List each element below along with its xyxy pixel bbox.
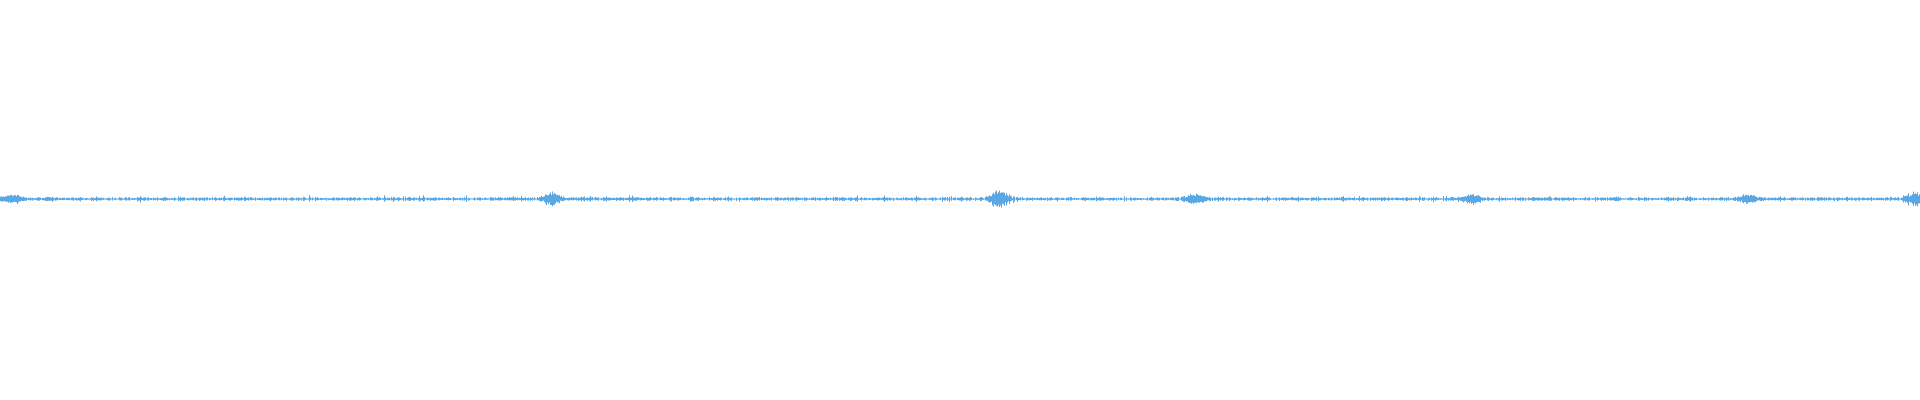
waveform-path <box>0 190 1920 208</box>
waveform-samples <box>0 190 1920 208</box>
